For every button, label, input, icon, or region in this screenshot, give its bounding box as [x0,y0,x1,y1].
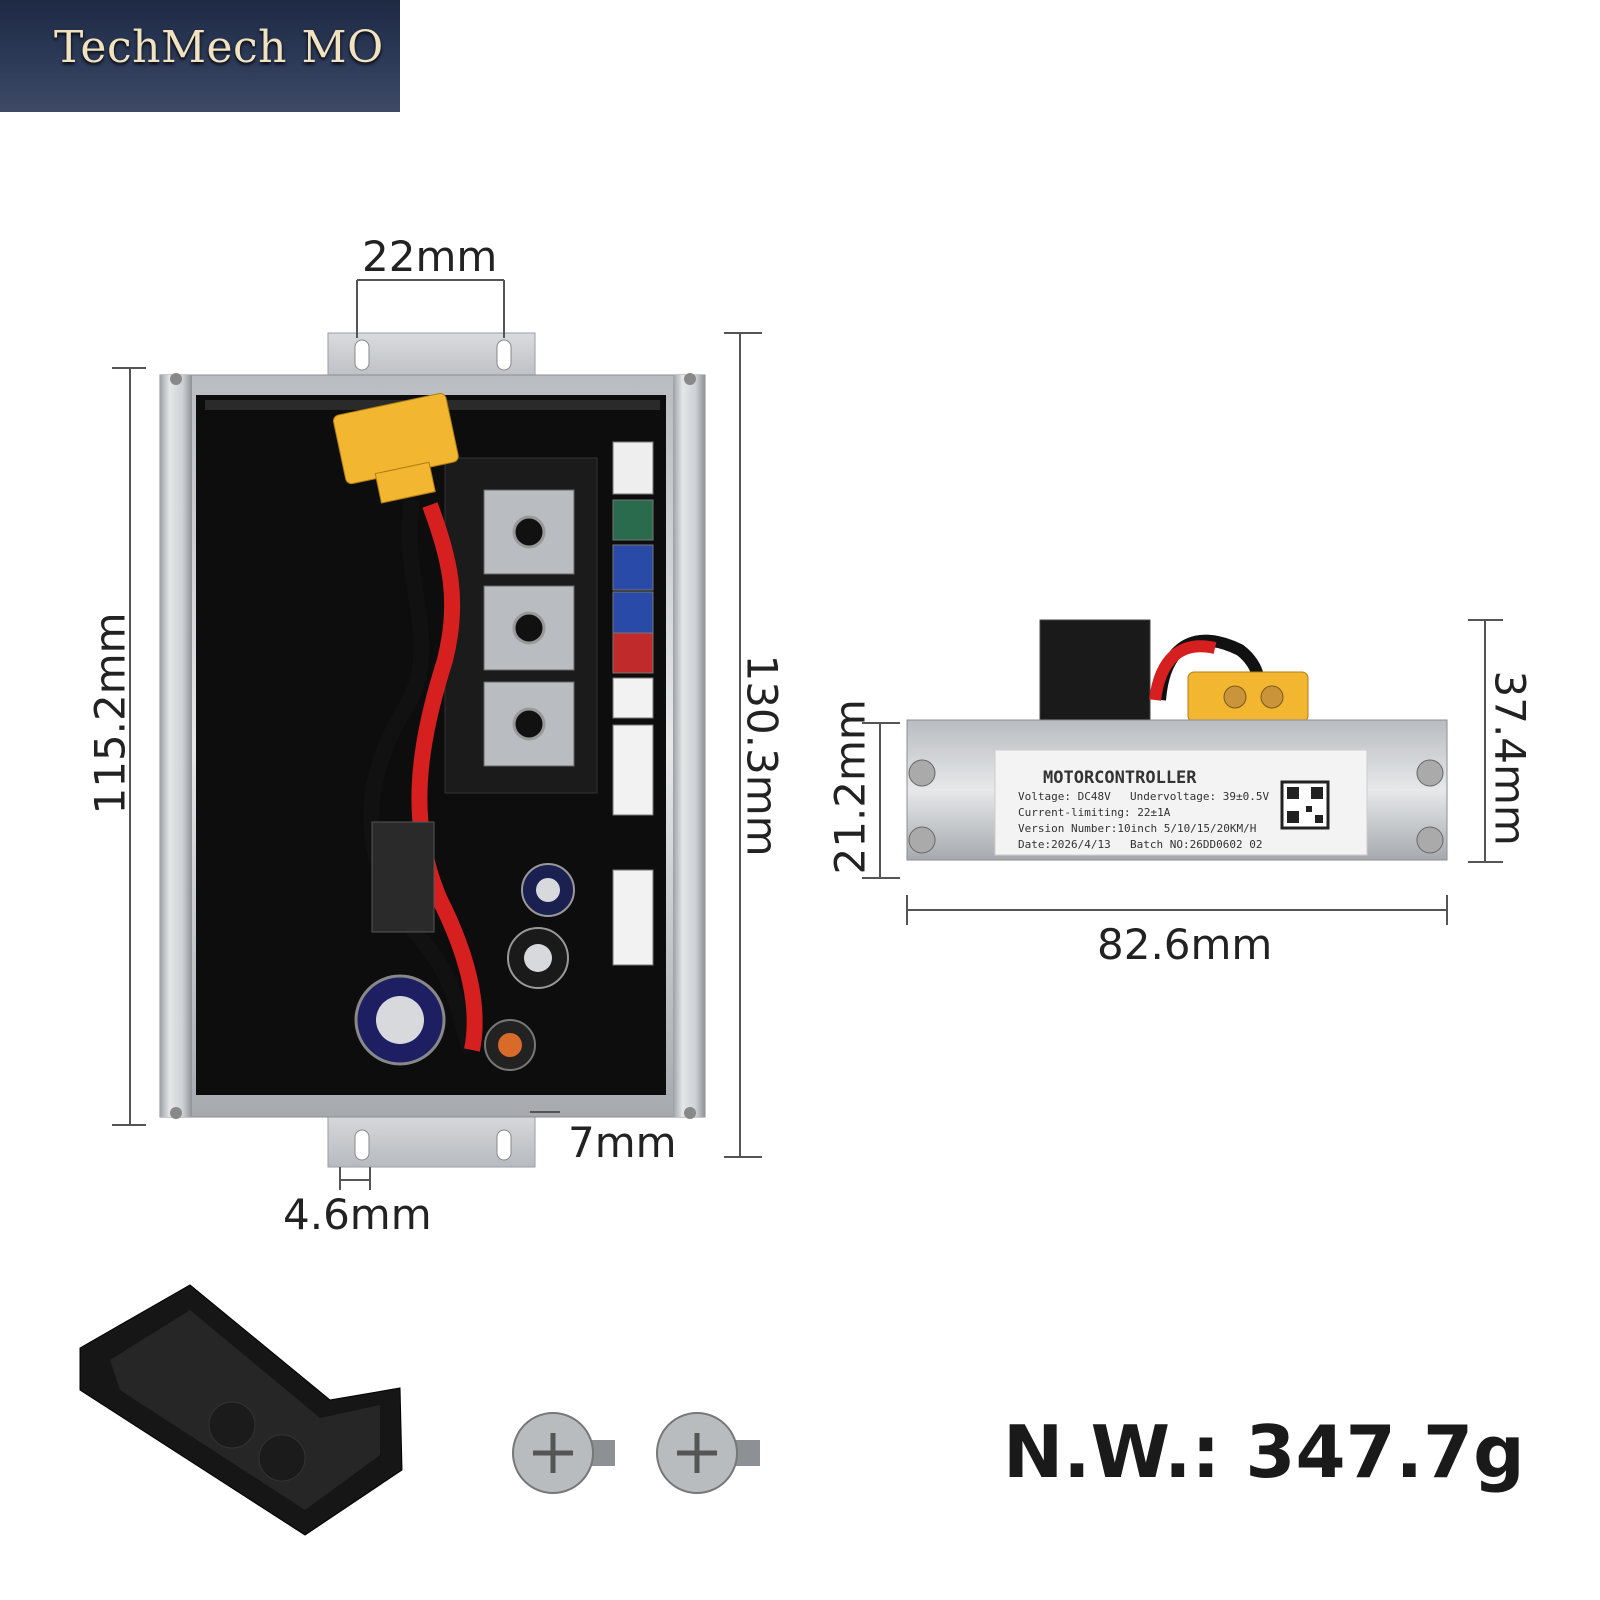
dim-hole-width: 4.6mm [283,1190,432,1239]
connector-white-1 [612,441,654,495]
connector-blue-1 [612,544,654,591]
label-current: Current-limiting: 22±1A [1018,806,1171,819]
dim-top-holes: 22mm [362,232,498,281]
side-xt-connector [1187,671,1309,723]
net-weight: N.W.: 347.7g [1003,1410,1525,1494]
dim-side-height-total: 37.4mm [1485,670,1535,846]
mounting-bracket [79,1284,403,1536]
connector-red [612,632,654,674]
dim-height-body: 115.2mm [85,612,135,815]
capacitor-large-side [371,821,435,933]
label-voltage: Voltage: DC48V [1018,790,1111,803]
label-title: MOTORCONTROLLER [1043,768,1197,788]
dimension-lines-top-view [112,279,762,1190]
connector-blue-2 [612,591,654,638]
controller-top-view [159,332,706,1168]
black-wire [363,498,478,1054]
connector-white-3 [612,724,654,816]
label-undervoltage: Undervoltage: 39±0.5V [1130,790,1269,803]
screw-left [512,1412,615,1494]
dimension-lines-side-view [862,619,1503,925]
controller-side-view [906,619,1448,861]
dim-height-total: 130.3mm [737,654,787,857]
brand-name: TechMech MO [54,22,384,73]
connector-white-2 [612,677,654,719]
dim-side-height-body: 21.2mm [825,699,875,875]
screw-right [656,1412,760,1494]
red-wire [411,502,483,1052]
label-version: Version Number:10inch 5/10/15/20KM/H [1018,822,1256,835]
dim-width: 82.6mm [1097,920,1273,969]
brand-logo: TechMech MO [0,0,400,112]
connector-white-4 [612,869,654,966]
dim-tab-depth: 7mm [568,1118,677,1167]
connector-green [612,499,654,541]
label-batch: Batch NO:26DD0602 02 [1130,838,1262,851]
xt-connector [332,393,459,504]
label-date: Date:2026/4/13 [1018,838,1111,851]
side-connector-block [1039,619,1151,721]
